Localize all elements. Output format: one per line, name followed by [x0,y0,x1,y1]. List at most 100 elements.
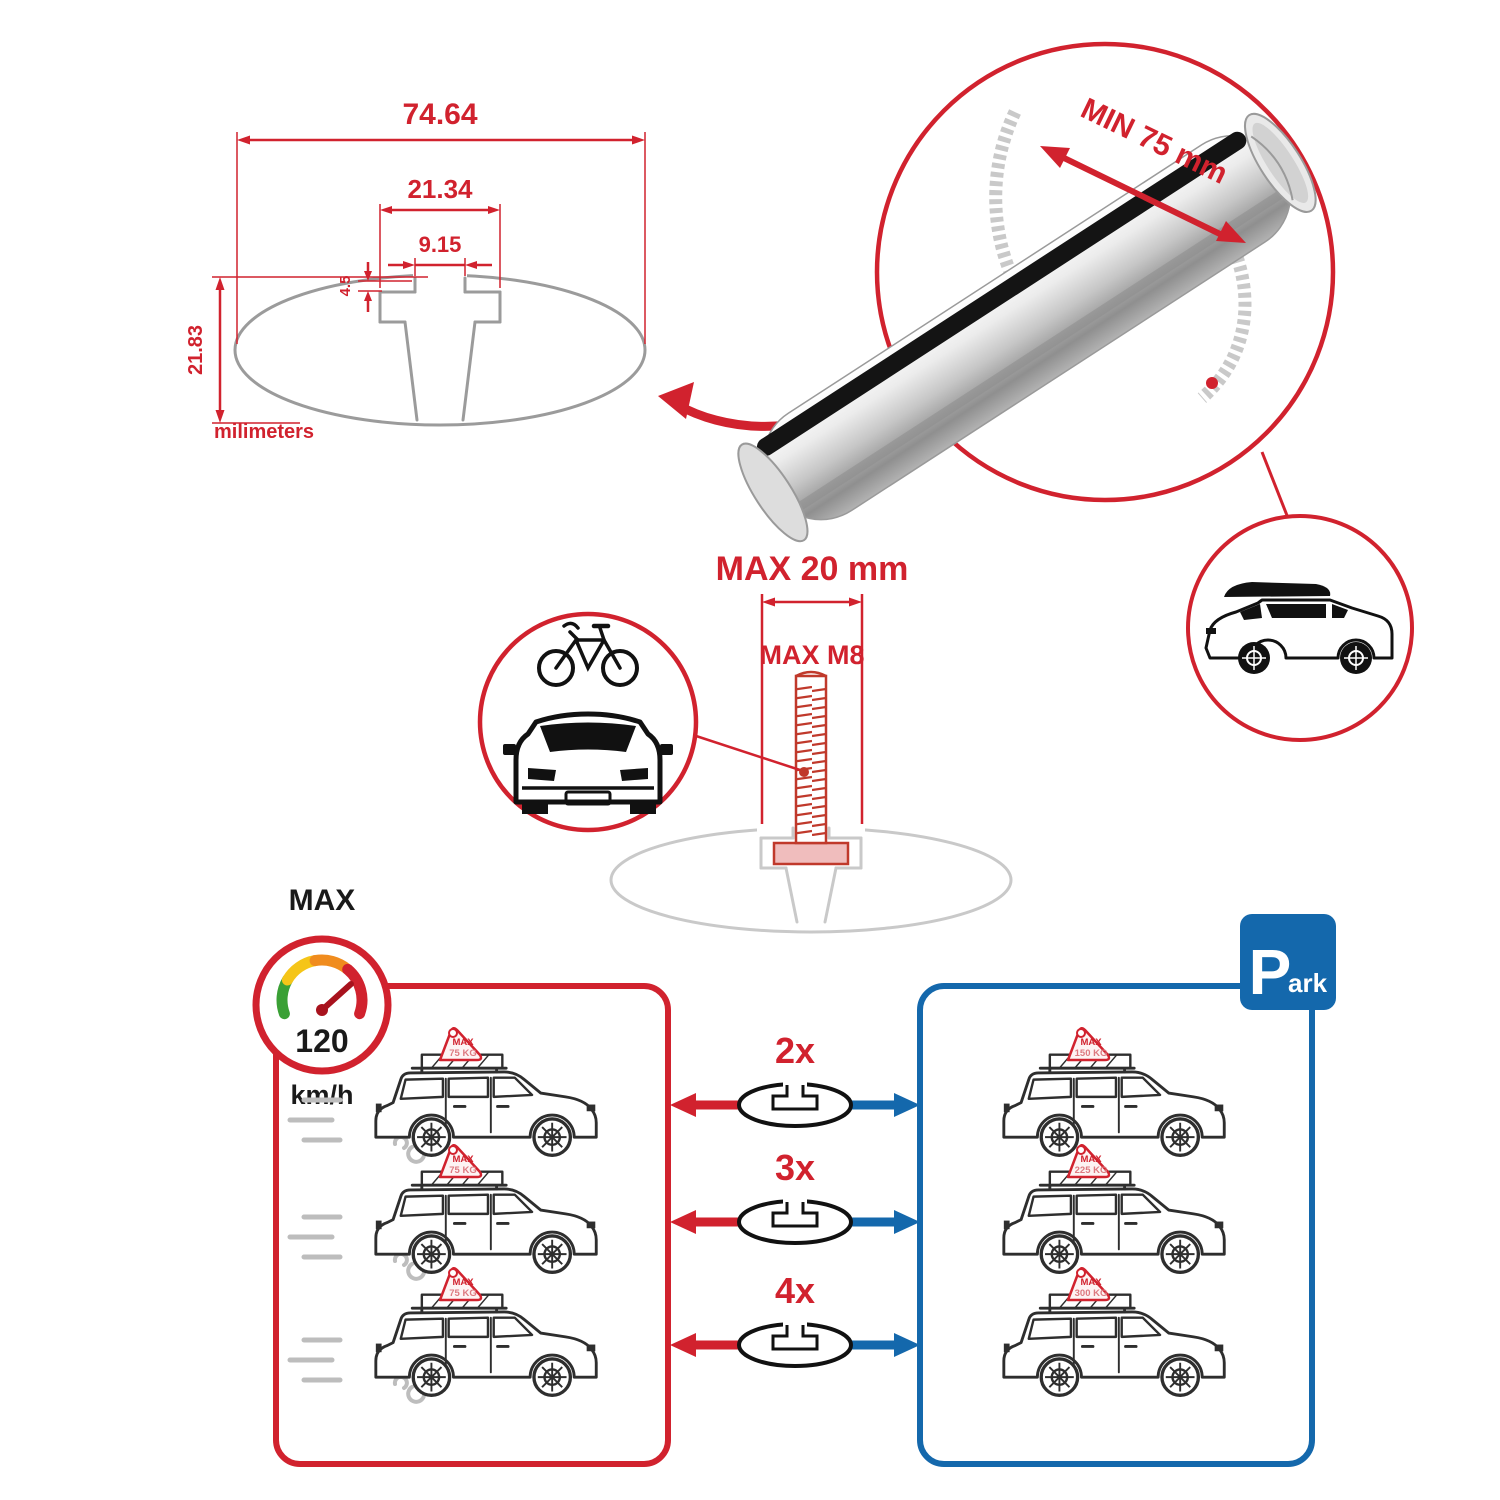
headlight-right [620,768,648,781]
driving-cars: MAX 75 KG MAX 75 KG MAX 75 KG [287,1026,598,1404]
leader-line [1260,451,1290,519]
tire-left [522,802,548,814]
t-slot-icon [771,1085,819,1111]
dim-total-height: 21.83 [185,325,207,375]
arrowhead [762,597,775,607]
leader-dot [1206,377,1218,389]
dim-lip-depth: 4.5 [337,276,354,297]
bar-count-rows: 2x 3x 4x [670,1030,920,1368]
ghost-strap-right [1197,221,1252,403]
dim-channel-width: 21.34 [407,174,473,204]
t-slot-profile [378,276,502,422]
arrowhead [658,382,694,419]
arrowhead [632,135,645,145]
crossbar-render [737,112,1317,543]
license-plate [564,790,612,806]
parking-suffix: ark [1288,968,1328,998]
svg-text:MAX: MAX [1080,1154,1102,1165]
svg-text:MAX: MAX [452,1277,474,1288]
suv-circle [1186,451,1414,742]
arrowhead [849,597,862,607]
arrowhead [894,1333,920,1357]
faded-t-slot [759,826,863,924]
parking-letter: P [1249,936,1292,1008]
speed-limit-badge: MAX 120 km/h [252,884,392,1110]
bar-count-row-1: 2x [670,1030,920,1128]
bolt-threads [797,686,825,836]
arrowhead [1040,146,1070,168]
bicycle [537,621,639,687]
parking-sign: P ark [1240,914,1336,1010]
speed-value: 120 [295,1023,348,1059]
bar-oval-icon [737,1322,853,1368]
svg-text:300 KG: 300 KG [1075,1288,1108,1299]
count-label: 3x [775,1147,815,1188]
bar-count-row-3: 4x [670,1270,920,1368]
svg-text:150 KG: 150 KG [1075,1048,1108,1059]
dim-ext-slot-width [414,258,466,276]
dim-ext-total-width [236,132,646,344]
gauge-arc [276,954,368,1020]
parked-cars: MAX 150 KG MAX 225 KG MAX 300 KG [1002,1026,1226,1398]
bike-car-circle [477,611,699,833]
arrowhead [465,261,477,269]
roof-load-badge: MAX 225 KG [1066,1143,1111,1179]
t-slot-icon [771,1202,819,1228]
arrowhead [380,206,392,214]
bar-end-face [737,442,809,543]
crossbar-detail-circle: MIN 75 mm [737,41,1336,543]
speed-max-label: MAX [289,884,356,917]
suv-with-roofbox [1204,582,1394,674]
bolt-max-width-label: MAX 20 mm [716,550,909,588]
count-label: 2x [775,1030,815,1071]
mirror-right [660,744,673,755]
bolt-dim-lines [760,594,864,836]
roof-load-badge: MAX 300 KG [1066,1266,1111,1302]
parking-sign-plate [1240,914,1336,1010]
svg-text:75 KG: 75 KG [449,1288,476,1299]
svg-text:225 KG: 225 KG [1075,1165,1108,1176]
arrowhead [364,271,372,281]
count-label: 4x [775,1270,815,1311]
arrowhead [215,277,225,290]
bolt-thread-label: MAX M8 [759,640,864,670]
min-span-arrow [1060,154,1224,238]
svg-text:75 KG: 75 KG [449,1165,476,1176]
dim-ext-channel-width [379,204,501,288]
dim-ext-total-height [212,276,428,424]
car-front-view [503,711,673,814]
svg-text:MAX: MAX [452,1154,474,1165]
arrowhead [215,410,225,423]
arrowhead [894,1093,920,1117]
arrowhead [1216,221,1246,243]
tire-right [630,802,656,814]
bar-count-row-2: 3x [670,1147,920,1245]
arrowhead [488,206,500,214]
rubber-strip [756,131,1247,456]
bolt-leader-line [689,732,801,772]
arrowhead [364,291,372,301]
headlight-left [528,768,556,781]
svg-text:MAX: MAX [1080,1277,1102,1288]
roof-box [1224,582,1331,597]
bolt-leader-dot [799,767,809,777]
arrowhead [670,1093,696,1117]
speed-unit: km/h [290,1080,353,1110]
t-bolt [772,670,850,866]
arrowhead [403,261,415,269]
bar-oval-icon [737,1199,853,1245]
cross-section-drawing: 74.64 21.34 9.15 4.5 21.83 milimeters [185,98,647,443]
bar-profile-ellipse [233,273,647,427]
units-label: milimeters [214,421,314,443]
t-slot-icon [771,1325,819,1351]
arrowhead [670,1333,696,1357]
arrowhead [670,1210,696,1234]
arrowhead [237,135,250,145]
svg-text:75 KG: 75 KG [449,1048,476,1059]
roof-load-badge: MAX 75 KG [438,1143,483,1179]
dim-slot-width: 9.15 [419,232,462,257]
svg-text:MAX: MAX [1080,1037,1102,1048]
roof-load-badge: MAX 75 KG [438,1026,483,1062]
